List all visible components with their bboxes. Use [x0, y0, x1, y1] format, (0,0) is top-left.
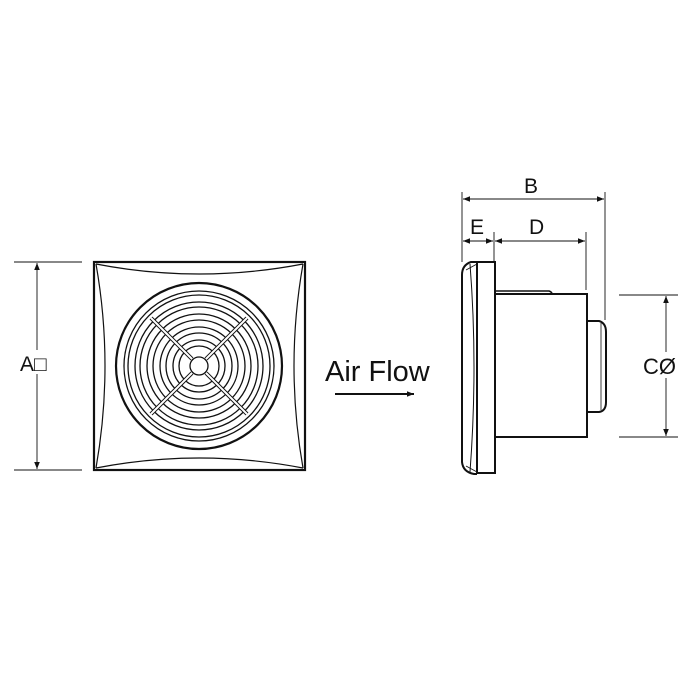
grille-ring [165, 332, 233, 400]
grille-ring [172, 339, 226, 393]
bezel-corner-lines [465, 263, 478, 473]
side-view [461, 261, 607, 475]
front-view [92, 260, 307, 472]
fan-outer-ring [114, 281, 284, 451]
motor-cap [587, 320, 607, 413]
label-a-background [22, 350, 52, 374]
frame-curve-right [293, 263, 304, 469]
grille-hub [189, 356, 209, 376]
frame-curve-top [95, 263, 304, 275]
grille-ring [139, 306, 259, 426]
label-a: A□ [20, 353, 47, 376]
grille-ring [127, 294, 271, 438]
label-b: B [524, 175, 538, 198]
label-c: CØ [643, 354, 676, 379]
grille-ring [134, 301, 264, 431]
side-dimensions [461, 192, 678, 438]
frame-curve-left [95, 263, 106, 469]
grille-ring [152, 319, 246, 413]
grille-ring [146, 313, 252, 419]
bezel-outline [461, 261, 477, 475]
grille-ring [123, 290, 275, 442]
fan-body [494, 293, 588, 438]
bezel-curve [469, 263, 475, 473]
grille-ring [159, 326, 239, 406]
airflow-label: Air Flow [325, 356, 431, 388]
fan-grille [123, 290, 275, 442]
grille-spokes-inner [150, 317, 248, 415]
front-frame [92, 260, 307, 472]
grille-ring [178, 345, 220, 387]
label-e: E [470, 216, 484, 239]
label-d: D [529, 216, 544, 239]
label-c-background [641, 352, 685, 378]
frame-curve-bottom [95, 457, 304, 469]
flange [476, 261, 496, 474]
